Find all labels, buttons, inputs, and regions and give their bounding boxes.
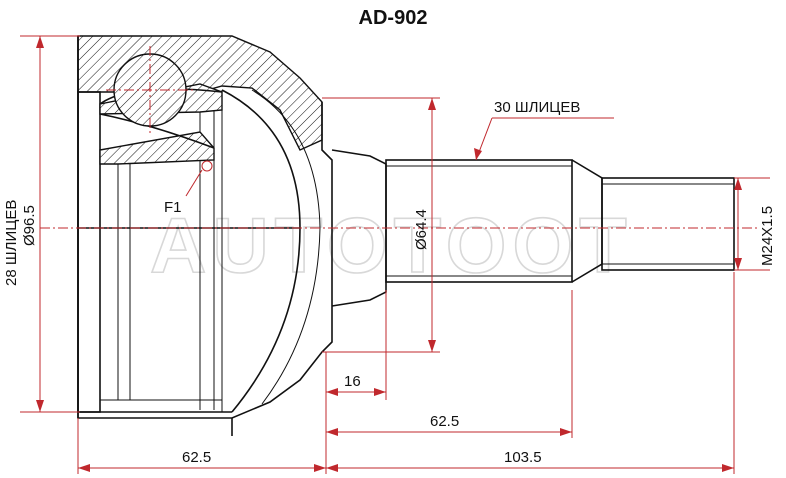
extension-lines [77, 272, 735, 474]
ball [106, 46, 194, 134]
housing-length-label: 62.5 [182, 449, 211, 466]
outer-diameter-dimension [20, 35, 80, 413]
seal-width-dimension [326, 388, 386, 396]
f1-marker: F1 [164, 160, 213, 216]
stub-shaft [331, 149, 735, 307]
total-shaft-label: 103.5 [504, 449, 542, 466]
shaft-length-label: 62.5 [430, 413, 459, 430]
watermark: AUTOTOOT [150, 201, 633, 289]
f1-label: F1 [164, 199, 182, 216]
shaft-diameter-label: Ø64.4 [413, 209, 430, 250]
inner-splines-leader [474, 117, 614, 161]
shaft-diameter-dimension [322, 97, 440, 353]
part-number-title: AD-902 [359, 7, 428, 29]
shaft-length-dimension [326, 428, 572, 436]
thread-dimension [734, 177, 770, 271]
housing-length-dimension [78, 464, 326, 472]
total-shaft-dimension [326, 464, 734, 472]
seal-width-label: 16 [344, 373, 361, 390]
outer-diameter-label: Ø96.5 [21, 205, 38, 246]
inner-splines-label: 30 ШЛИЦЕВ [494, 99, 580, 116]
thread-label: M24X1.5 [759, 206, 776, 266]
outer-splines-label: 28 ШЛИЦЕВ [3, 200, 20, 286]
